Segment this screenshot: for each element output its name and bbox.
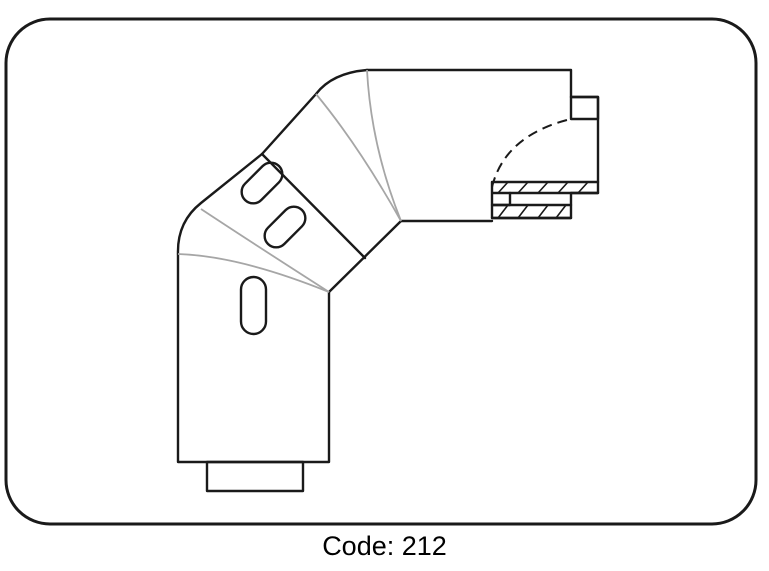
slot-hole-lower [239, 275, 268, 336]
seam-middle [200, 208, 330, 293]
bottom-spigot [205, 460, 305, 493]
socket-cap [569, 95, 600, 121]
slot-hole-right [263, 205, 307, 249]
drawing-frame [4, 17, 758, 526]
socket-hidden-curve [491, 118, 572, 188]
outer-bend-upper [260, 68, 369, 156]
socket-section [490, 180, 600, 220]
band-line [260, 152, 367, 260]
seam-lower [177, 253, 330, 293]
seam-upper [315, 93, 402, 222]
lower-leg [176, 252, 331, 464]
elbow-fitting [176, 68, 600, 493]
seam-top [366, 69, 402, 222]
upper-leg [365, 68, 573, 223]
socket-end [490, 95, 600, 220]
slot-hole-left [240, 161, 284, 205]
product-code-caption: Code: 212 [322, 531, 447, 561]
outer-bend-lower [176, 152, 264, 256]
